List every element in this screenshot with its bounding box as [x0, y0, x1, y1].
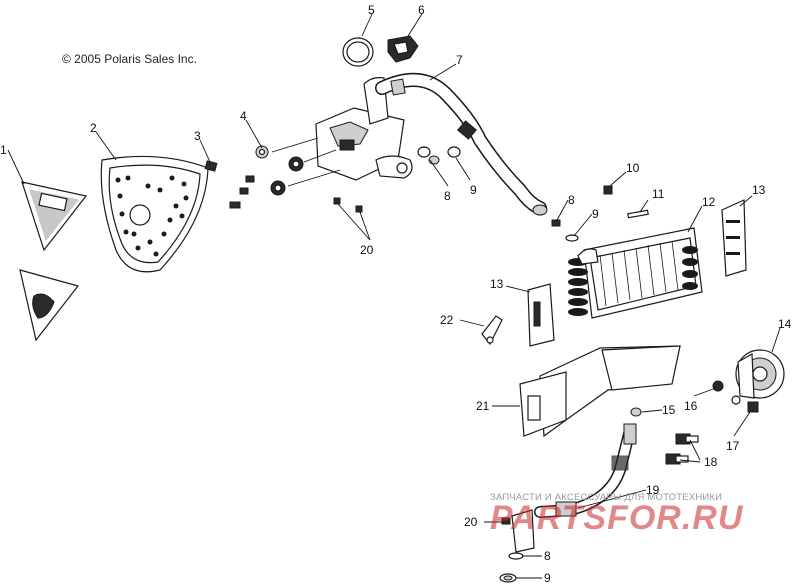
callout-12: 12: [702, 195, 716, 209]
part-lower-hose: [499, 423, 637, 583]
part-strap: [481, 315, 503, 346]
callout-21: 21: [476, 399, 490, 413]
leader-lines: [7, 13, 781, 579]
part-bolts: [665, 433, 699, 465]
callout-15: 15: [662, 403, 676, 417]
part-front-grille: [100, 155, 209, 273]
callout-9b: 9: [592, 207, 599, 221]
part-clip: [204, 160, 255, 209]
part-rubber-mount-right: [721, 199, 747, 277]
callout-13a: 13: [752, 183, 766, 197]
callout-18: 18: [704, 455, 718, 469]
callout-20b: 20: [464, 515, 478, 529]
callout-3: 3: [194, 129, 201, 143]
callout-17: 17: [726, 439, 740, 453]
part-grommets: [255, 145, 304, 196]
part-filler-bracket: [315, 77, 413, 181]
part-rubber-mount-left: [527, 283, 555, 347]
callout-7: 7: [456, 53, 463, 67]
callout-6: 6: [418, 3, 425, 17]
callout-2: 2: [90, 121, 97, 135]
part-emblem-lower: [19, 269, 80, 342]
part-o-ring: [342, 37, 374, 67]
callout-1: 1: [0, 143, 7, 157]
callout-16: 16: [684, 399, 698, 413]
callout-9c: 9: [544, 571, 551, 584]
callout-8a: 8: [444, 189, 451, 203]
callout-8b: 8: [568, 193, 575, 207]
part-pump-pulley: [735, 349, 785, 399]
callout-14: 14: [778, 317, 792, 331]
callout-labels: 1 2 3 4 5 6 7 8 8 8 9 9 9 10 11 12 13 13…: [0, 3, 792, 584]
part-oil-cooler: [568, 227, 703, 319]
callout-22: 22: [440, 313, 454, 327]
part-clamp: [387, 35, 419, 63]
part-coolant-hose: [375, 72, 548, 216]
part-mount-bracket: [519, 345, 681, 438]
watermark-logo: PARTSFOR.RU: [490, 499, 744, 537]
callout-10: 10: [626, 161, 640, 175]
callout-8c: 8: [544, 549, 551, 563]
watermark-caption: ЗАПЧАСТИ И АКСЕССУАРЫ ДЛЯ МОТОТЕХНИКИ: [490, 492, 723, 503]
callout-19: 19: [646, 483, 660, 497]
callout-20a: 20: [360, 243, 374, 257]
callout-11: 11: [652, 187, 665, 201]
callout-9a: 9: [470, 183, 477, 197]
callout-4: 4: [240, 109, 247, 123]
part-emblem-badge: [21, 181, 88, 252]
callout-13b: 13: [490, 277, 504, 291]
callout-5: 5: [368, 3, 375, 17]
watermark: ЗАПЧАСТИ И АКСЕССУАРЫ ДЛЯ МОТОТЕХНИКИ PA…: [490, 492, 743, 538]
copyright-notice: © 2005 Polaris Sales Inc.: [62, 52, 197, 66]
